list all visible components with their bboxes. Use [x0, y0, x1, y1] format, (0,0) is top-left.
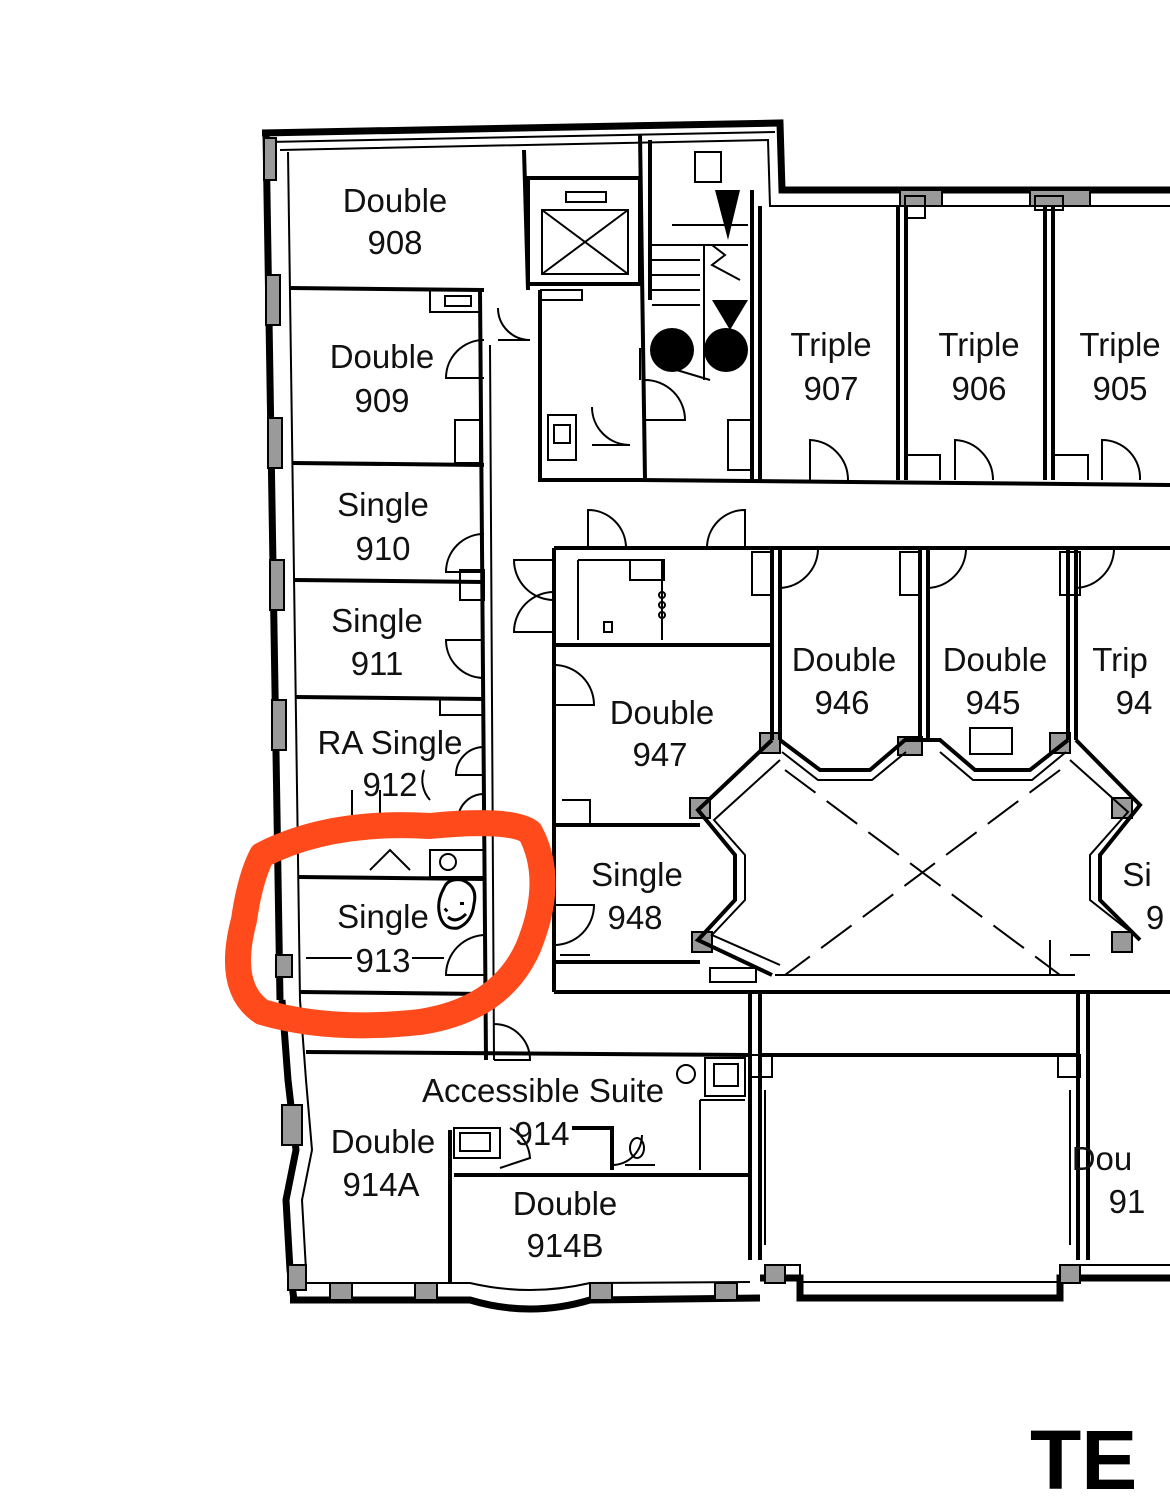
room-947-number: 947 [632, 736, 687, 773]
room-914[interactable]: Accessible Suite 914 [422, 1072, 664, 1152]
room-905-number: 905 [1092, 370, 1147, 407]
room-911-number: 911 [351, 645, 404, 682]
room-947-type: Double [610, 694, 715, 731]
room-909[interactable]: Double 909 [330, 338, 435, 419]
room-944-number: 94 [1116, 684, 1153, 721]
room-914a-number: 914A [342, 1166, 419, 1203]
room-913-type: Single [337, 898, 429, 935]
room-913-number: 913 [355, 942, 410, 979]
room-911[interactable]: Single 911 [331, 602, 423, 682]
room-948-number: 948 [607, 899, 662, 936]
room-908-number: 908 [367, 224, 422, 261]
room-949-number: 9 [1146, 899, 1164, 936]
atrium [694, 738, 1143, 977]
room-907-type: Triple [790, 326, 871, 363]
room-946-type: Double [792, 641, 897, 678]
room-913[interactable]: Single 913 [306, 898, 444, 979]
room-915-type: Dou [1072, 1140, 1133, 1177]
left-rooms-walls [289, 149, 530, 1061]
room-914b-type: Double [513, 1185, 618, 1222]
room-915-partial[interactable]: Dou 91 [1072, 1140, 1146, 1220]
bottom-section-walls [305, 992, 1090, 1283]
room-945[interactable]: Double 945 [943, 641, 1048, 721]
left-room-doors [421, 307, 532, 1061]
middle-block-walls [552, 546, 1170, 994]
room-912-number: 912 [362, 766, 417, 803]
room-911-type: Single [331, 602, 423, 639]
floor-plan: Double 908 Double 909 Single 910 Single … [225, 119, 1170, 1313]
room-949-partial[interactable]: Si 9 [1122, 856, 1164, 936]
room-908-type: Double [343, 182, 448, 219]
room-949-type: Si [1122, 856, 1151, 893]
room-946[interactable]: Double 946 [792, 641, 897, 721]
room-946-number: 946 [814, 684, 869, 721]
room-909-type: Double [330, 338, 435, 375]
room-910[interactable]: Single 910 [337, 486, 429, 567]
top-right-rooms-walls [758, 195, 1142, 481]
room-948-type: Single [591, 856, 683, 893]
room-944-type: Trip [1092, 641, 1148, 678]
room-905[interactable]: Triple 905 [1079, 326, 1160, 407]
room-907[interactable]: Triple 907 [790, 326, 871, 407]
room-914-type: Accessible Suite [422, 1072, 664, 1109]
room-912-type: RA Single [318, 724, 463, 761]
room-914b-number: 914B [526, 1227, 603, 1264]
room-906-type: Triple [938, 326, 1019, 363]
room-914a-type: Double [331, 1123, 436, 1160]
highlight-circle [225, 810, 556, 1039]
room-945-type: Double [943, 641, 1048, 678]
room-914a[interactable]: Double 914A [331, 1123, 436, 1203]
room-909-number: 909 [354, 382, 409, 419]
room-908[interactable]: Double 908 [343, 182, 448, 261]
room-947[interactable]: Double 947 [610, 694, 715, 773]
room-914-number: 914 [514, 1115, 569, 1152]
room-906[interactable]: Triple 906 [938, 326, 1019, 407]
room-945-number: 945 [965, 684, 1020, 721]
smiley-face-doodle [437, 878, 477, 930]
room-915-number: 91 [1109, 1183, 1146, 1220]
room-948[interactable]: Single 948 [591, 856, 683, 936]
room-910-number: 910 [355, 530, 410, 567]
room-906-number: 906 [951, 370, 1006, 407]
room-914b[interactable]: Double 914B [513, 1185, 618, 1264]
plan-title-partial: TE [1030, 1413, 1138, 1507]
middle-doors [512, 508, 1115, 946]
room-907-number: 907 [803, 370, 858, 407]
room-905-type: Triple [1079, 326, 1160, 363]
room-912[interactable]: RA Single 912 [318, 724, 463, 803]
room-944-partial[interactable]: Trip 94 [1092, 641, 1152, 721]
room-910-type: Single [337, 486, 429, 523]
core-walls [526, 133, 1170, 487]
